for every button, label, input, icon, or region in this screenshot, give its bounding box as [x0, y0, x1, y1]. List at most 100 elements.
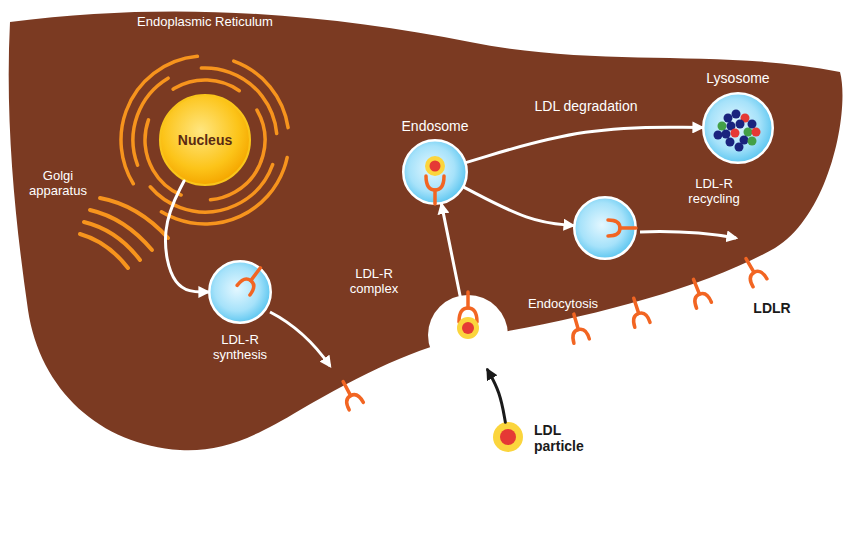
receptor-cup	[237, 276, 257, 295]
fragment-dot	[727, 122, 736, 131]
golgi-cisterna	[84, 222, 140, 260]
receptor-stem	[694, 279, 700, 294]
endocytic-pit-outline	[428, 295, 508, 375]
lysosome-circle-outline	[702, 92, 774, 164]
vesicle-receptors	[237, 176, 636, 322]
fragment-dot	[732, 110, 741, 119]
endocytic-pit	[428, 295, 508, 375]
fragment-dot	[724, 114, 733, 123]
receptor-stem	[634, 298, 639, 313]
vesicle-circle: LDL-R recycling	[573, 196, 637, 260]
receptor-cup	[631, 311, 650, 327]
fragment-dot	[748, 137, 757, 146]
receptor-symbol	[626, 296, 650, 328]
fragment-dot	[740, 136, 749, 145]
node-label: Nucleus	[160, 132, 250, 148]
receptor-stem	[746, 259, 754, 273]
receptor-cup	[571, 327, 590, 343]
node-label: LDL-R complex	[339, 266, 409, 296]
fragment-dot	[714, 131, 723, 140]
endosome-circle	[403, 140, 467, 204]
ldl-core	[430, 161, 441, 172]
node-label: LDL-R recycling	[679, 176, 749, 206]
er-membranes	[97, 32, 312, 247]
fragment-dot	[752, 128, 761, 137]
transport-arrow	[165, 181, 208, 292]
receptor-cup	[608, 220, 620, 236]
fragment-dot	[726, 138, 735, 147]
node-label: LDL-R synthesis	[205, 332, 275, 362]
endosome-circle-outline	[402, 139, 468, 205]
process-label: Endocytosis	[513, 296, 613, 311]
fragment-dot	[735, 143, 744, 152]
receptor-stem	[466, 292, 470, 308]
er-arc	[113, 48, 298, 233]
receptor-cup	[747, 268, 767, 286]
receptor-symbol	[686, 276, 711, 308]
vesicle-circle: LDL-R synthesis	[208, 260, 272, 324]
ldl-particle: LDL particle	[493, 422, 523, 452]
membrane-receptors	[336, 255, 767, 410]
receptor-stem	[574, 314, 578, 329]
endocytosis-arrow	[442, 204, 461, 295]
receptor-symbol	[739, 255, 767, 287]
ldl-particle-outline	[493, 422, 523, 452]
vesicle-circle	[574, 197, 636, 259]
organelle-label: Golgi apparatus	[18, 168, 98, 198]
fragment-dot	[718, 122, 727, 131]
receptor-stem	[343, 381, 351, 395]
node-label: Endosome	[390, 118, 480, 134]
receptor-symbol	[336, 378, 363, 410]
receptor-cup	[426, 176, 444, 190]
nucleus-circle	[160, 95, 250, 185]
vesicle-circle	[209, 261, 271, 323]
transport-arrow	[270, 312, 330, 366]
lysosome-circle: Lysosome	[702, 92, 774, 164]
lysosome-circle	[703, 93, 773, 163]
receptor-symbol	[608, 220, 636, 236]
ldl-particle	[425, 156, 445, 176]
golgi-cisterna	[80, 234, 128, 268]
degraded-fragments	[714, 110, 761, 152]
receptor-stem	[251, 268, 261, 281]
fragment-dot	[731, 129, 740, 138]
receptor-stem	[433, 190, 437, 204]
vesicle-circle-outline	[208, 260, 272, 324]
receptor-cup	[344, 392, 364, 410]
pathway-arrow	[467, 127, 702, 162]
receptor-symbol	[237, 263, 267, 295]
vesicle-circle-outline	[573, 196, 637, 260]
edge-label: LDL degradation	[511, 98, 661, 114]
receptor-cup	[459, 308, 477, 322]
node-label: LDL particle	[534, 422, 604, 454]
transport-arrow	[640, 232, 736, 238]
receptor-label: LDLR	[742, 300, 802, 316]
pathway-arrow	[464, 187, 573, 225]
fragment-dot	[744, 128, 753, 137]
ldl-particle	[493, 422, 523, 452]
fragment-dot	[736, 120, 745, 129]
ldl-core	[500, 429, 516, 445]
liver-shape	[9, 11, 843, 450]
er-arc	[97, 32, 312, 247]
ldl-core	[462, 322, 474, 334]
fragment-dot	[722, 130, 731, 139]
endosome-circle: Endosome	[402, 139, 468, 205]
receptor-symbol	[426, 176, 444, 204]
receptor-symbol	[459, 292, 477, 322]
receptor-symbol	[566, 312, 589, 343]
organelle-label: Endoplasmic Reticulum	[105, 14, 305, 29]
golgi-stack	[80, 198, 168, 268]
receptor-stem	[620, 226, 636, 230]
ldl-particles	[425, 156, 516, 445]
endocytic-pit: LDL-R complex	[428, 295, 508, 375]
fragment-dot	[741, 114, 750, 123]
fragment-dot	[748, 120, 757, 129]
ldl-particle	[457, 317, 479, 339]
binding-arrow	[488, 370, 506, 422]
node-label: Lysosome	[693, 70, 783, 86]
er-arc	[123, 58, 287, 222]
receptor-cup	[692, 291, 711, 308]
